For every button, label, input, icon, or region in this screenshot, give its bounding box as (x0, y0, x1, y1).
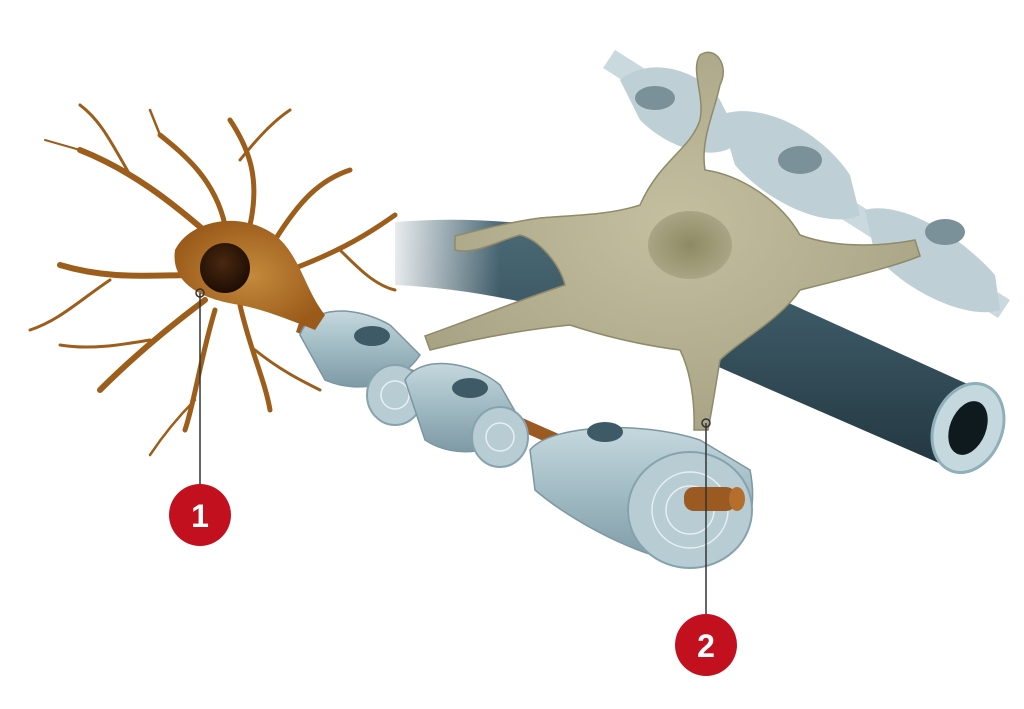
oligodendrocyte (424, 51, 921, 431)
neuron (28, 103, 398, 457)
marker-2[interactable]: 2 (675, 418, 737, 676)
marker-2-anchor (701, 418, 711, 428)
marker-1-anchor (195, 288, 205, 298)
marker-1[interactable]: 1 (169, 288, 231, 546)
marker-1-label: 1 (191, 498, 209, 534)
myelin-sheath (299, 310, 754, 569)
marker-1-badge (169, 484, 231, 546)
marker-2-label: 2 (697, 628, 715, 664)
marker-2-badge (675, 614, 737, 676)
